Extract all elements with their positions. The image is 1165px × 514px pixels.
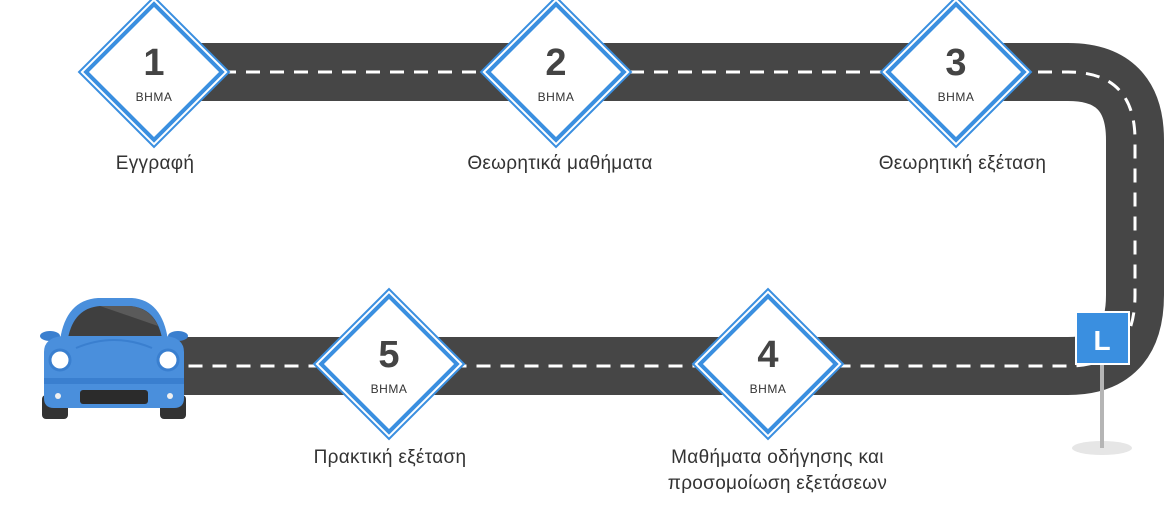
step-2-number: 2 [545,42,567,84]
step-4-label-line2: προσομοίωση εξετάσεων [667,473,888,494]
step-5-number: 5 [378,334,400,376]
step-1-number: 1 [143,42,165,84]
learner-sign: L [1072,311,1132,455]
step-2-word: ΒΗΜΑ [537,90,575,104]
sign-letter: L [1093,325,1110,356]
step-1-label: Εγγραφή [115,153,195,174]
step-3-number: 3 [945,42,967,84]
step-4-word: ΒΗΜΑ [749,382,787,396]
step-4-number: 4 [757,334,779,376]
step-3-marker: 3 ΒΗΜΑ [885,1,1027,143]
step-3-word: ΒΗΜΑ [937,90,975,104]
step-4-label-line1: Μαθήματα οδήγησης και [671,447,884,468]
step-2-marker: 2 ΒΗΜΑ [485,1,627,143]
step-5-word: ΒΗΜΑ [370,382,408,396]
step-5-marker: 5 ΒΗΜΑ [318,293,460,435]
step-1-word: ΒΗΜΑ [135,90,173,104]
lane-markings [150,70,1137,368]
car-icon [40,298,188,419]
step-4-marker: 4 ΒΗΜΑ [697,293,839,435]
step-5-label: Πρακτική εξέταση [313,447,467,468]
step-3-label: Θεωρητική εξέταση [878,153,1047,174]
step-2-label: Θεωρητικά μαθήματα [467,153,653,174]
step-1-marker: 1 ΒΗΜΑ [83,1,225,143]
